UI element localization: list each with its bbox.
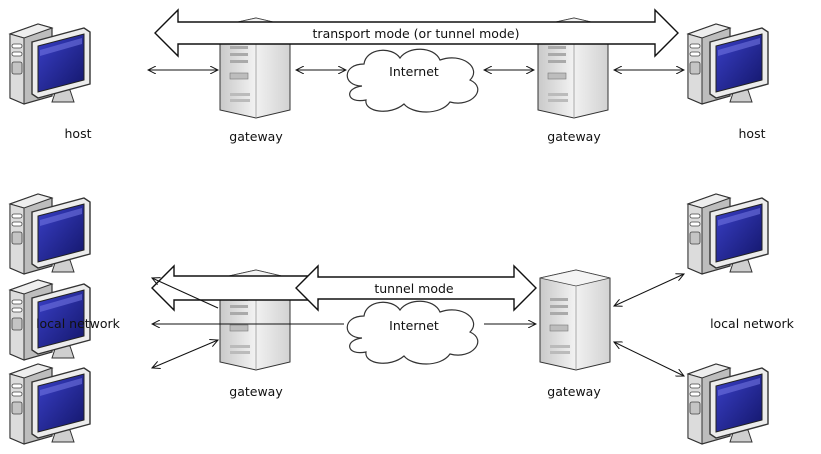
internet-label: Internet: [389, 318, 439, 333]
local-network-label: local network: [710, 316, 795, 331]
tunnel-mode-arrow: [295, 264, 537, 312]
computer-icon: [9, 363, 91, 445]
gateway-label: gateway: [229, 384, 283, 399]
gateway-label: gateway: [547, 129, 601, 144]
internet-label: Internet: [389, 64, 439, 79]
transport-mode-label: transport mode (or tunnel mode): [313, 26, 520, 41]
link-arrow: [152, 340, 218, 368]
gateway-label: gateway: [547, 384, 601, 399]
computer-icon: [687, 363, 769, 445]
cloud-icon: [346, 48, 479, 113]
local-network-label: local network: [36, 316, 121, 331]
server-icon: [539, 269, 611, 371]
gateway-label: gateway: [229, 129, 283, 144]
host-label: host: [65, 126, 92, 141]
link-arrow: [614, 274, 684, 306]
tunnel-mode-label: tunnel mode: [374, 281, 454, 296]
computer-icon: [9, 23, 91, 105]
link-arrow: [614, 342, 684, 376]
computer-icon: [687, 23, 769, 105]
computer-icon: [9, 193, 91, 275]
transport-mode-arrow: [154, 8, 679, 58]
host-label: host: [739, 126, 766, 141]
computer-icon: [687, 193, 769, 275]
link-arrow: [152, 278, 219, 309]
